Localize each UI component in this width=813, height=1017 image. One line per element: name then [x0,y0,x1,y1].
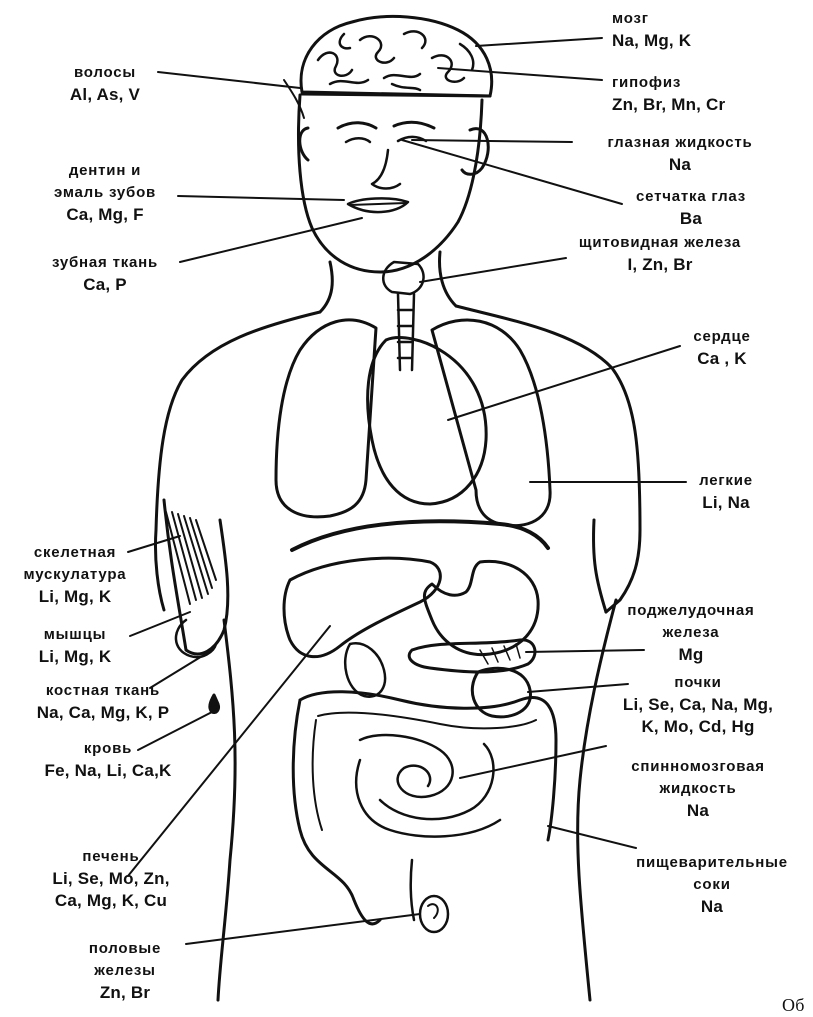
nose [372,150,400,189]
label-dentin: дентин и эмаль зубов Ca, Mg, F [30,160,180,226]
leader-csf [460,746,606,778]
label-eye-fluid: глазная жидкость Na [570,132,790,176]
label-brain: мозг Na, Mg, K [612,8,691,52]
label-heart: сердце Ca , K [676,326,768,370]
label-pancreas: поджелудочная железа Mg [596,600,786,666]
leader-eye-fluid [412,140,572,142]
label-gonads: половые железы Zn, Br [50,938,200,1004]
liver [284,558,440,656]
diaphragm [292,521,548,550]
label-liver: печень Li, Se, Mo, Zn, Ca, Mg, K, Cu [16,846,206,912]
label-digestive: пищеварительные соки Na [614,852,810,918]
label-hair: волосы Al, As, V [50,62,160,106]
leader-digestive [548,826,636,848]
leader-gonads [186,914,420,944]
eyebrow-right [394,122,434,128]
headband [302,94,490,96]
ear-left [300,128,308,160]
small-intestine [356,735,500,837]
label-kidneys: почки Li, Se, Ca, Na, Mg, K, Mo, Cd, Hg [588,672,808,738]
eyebrow-left [338,123,376,128]
kidney [472,668,530,717]
rectum [411,860,414,920]
torso-outline [155,306,640,1000]
leader-dentin [178,196,344,200]
label-csf: спинномозговая жидкость Na [598,756,798,822]
leader-thyroid [420,258,566,282]
head-outline [299,95,483,272]
label-bone: костная ткань Na, Ca, Mg, K, P [0,680,206,724]
corner-text: Об [782,994,805,1016]
label-blood: кровь Fe, Na, Li, Ca,K [8,738,208,782]
label-pituitary: гипофиз Zn, Br, Mn, Cr [612,72,725,116]
leader-hair [158,72,300,88]
gonad-inner [428,904,438,918]
skeletal-muscle [166,512,216,604]
label-muscles: мышцы Li, Mg, K [10,624,140,668]
eye-left [346,138,370,142]
heart [368,338,487,504]
label-lungs: легкие Li, Na [684,470,768,514]
lung-right [276,320,376,517]
label-thyroid: щитовидная железа I, Zn, Br [560,232,760,276]
lung-left [432,320,550,526]
label-skeletal: скелетная мускулатура Li, Mg, K [0,542,150,608]
leader-heart [448,346,680,420]
mouth-line [350,203,406,205]
leader-brain [476,38,602,46]
gonad [420,896,448,932]
label-retina: сетчатка глаз Ba [616,186,766,230]
large-intestine-inner [313,713,536,830]
arm-right [594,520,607,612]
label-tooth-tissue: зубная ткань Ca, P [30,252,180,296]
gallbladder [345,643,385,696]
trachea [398,294,414,370]
blood-drop [210,695,219,713]
